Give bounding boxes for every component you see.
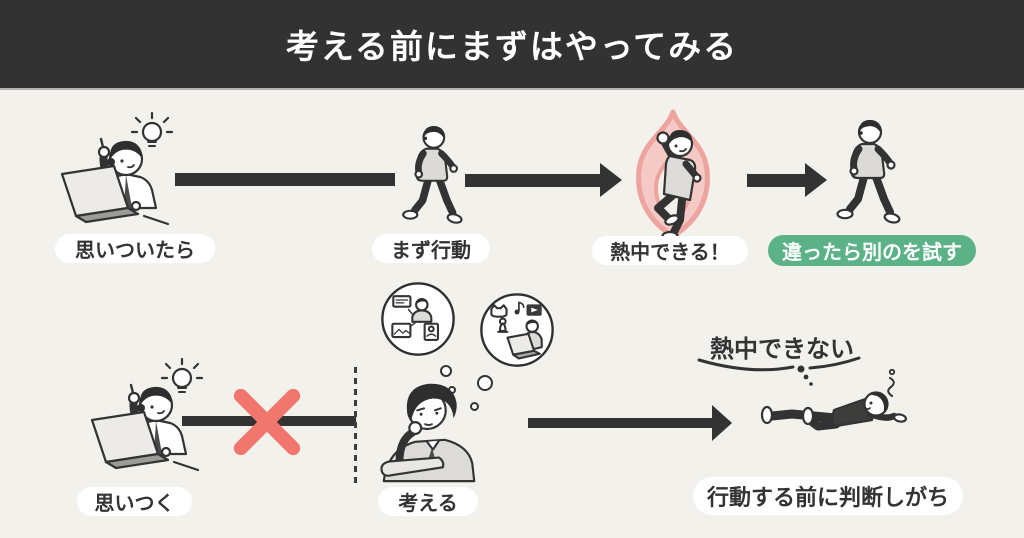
arrow-right-icon [465,163,622,197]
label-think-of-idea: 思いついたら [55,234,215,263]
label-can-absorb: 熱中できる！ [592,236,748,265]
red-cross-icon [223,378,311,466]
thought-bubble-cards [380,281,456,357]
arrow-right-icon [528,405,732,441]
thought-bubble-dot [477,375,493,391]
label-think: 考える [378,487,478,516]
excited-person-flame-illustration [616,108,730,244]
label-act-first: まず行動 [372,234,490,263]
page-title: 考える前にまずはやってみる [285,28,739,65]
curved-underline-icon [697,356,861,386]
thought-bubble-dot [470,402,479,411]
label-judge-before-acting: 行動する前に判断しがち [693,477,964,515]
walking-person-illustration [398,120,464,234]
walking-person-illustration [832,117,902,231]
dashed-divider [354,367,357,486]
label-think-of-idea-2: 思いつく [77,487,192,516]
connector-line [175,173,395,186]
lying-person-illustration [752,362,912,450]
annotation-cannot-absorb: 熱中できない [710,336,854,363]
header: 考える前にまずはやってみる [0,0,1024,90]
thinking-person-illustration [370,374,488,484]
label-try-another: 違ったら別のを試す [768,235,976,266]
arrow-right-icon [747,163,827,197]
idea-person-illustration [52,112,192,236]
thought-bubble-hobby [479,292,555,368]
thought-bubble-dot [440,365,452,377]
